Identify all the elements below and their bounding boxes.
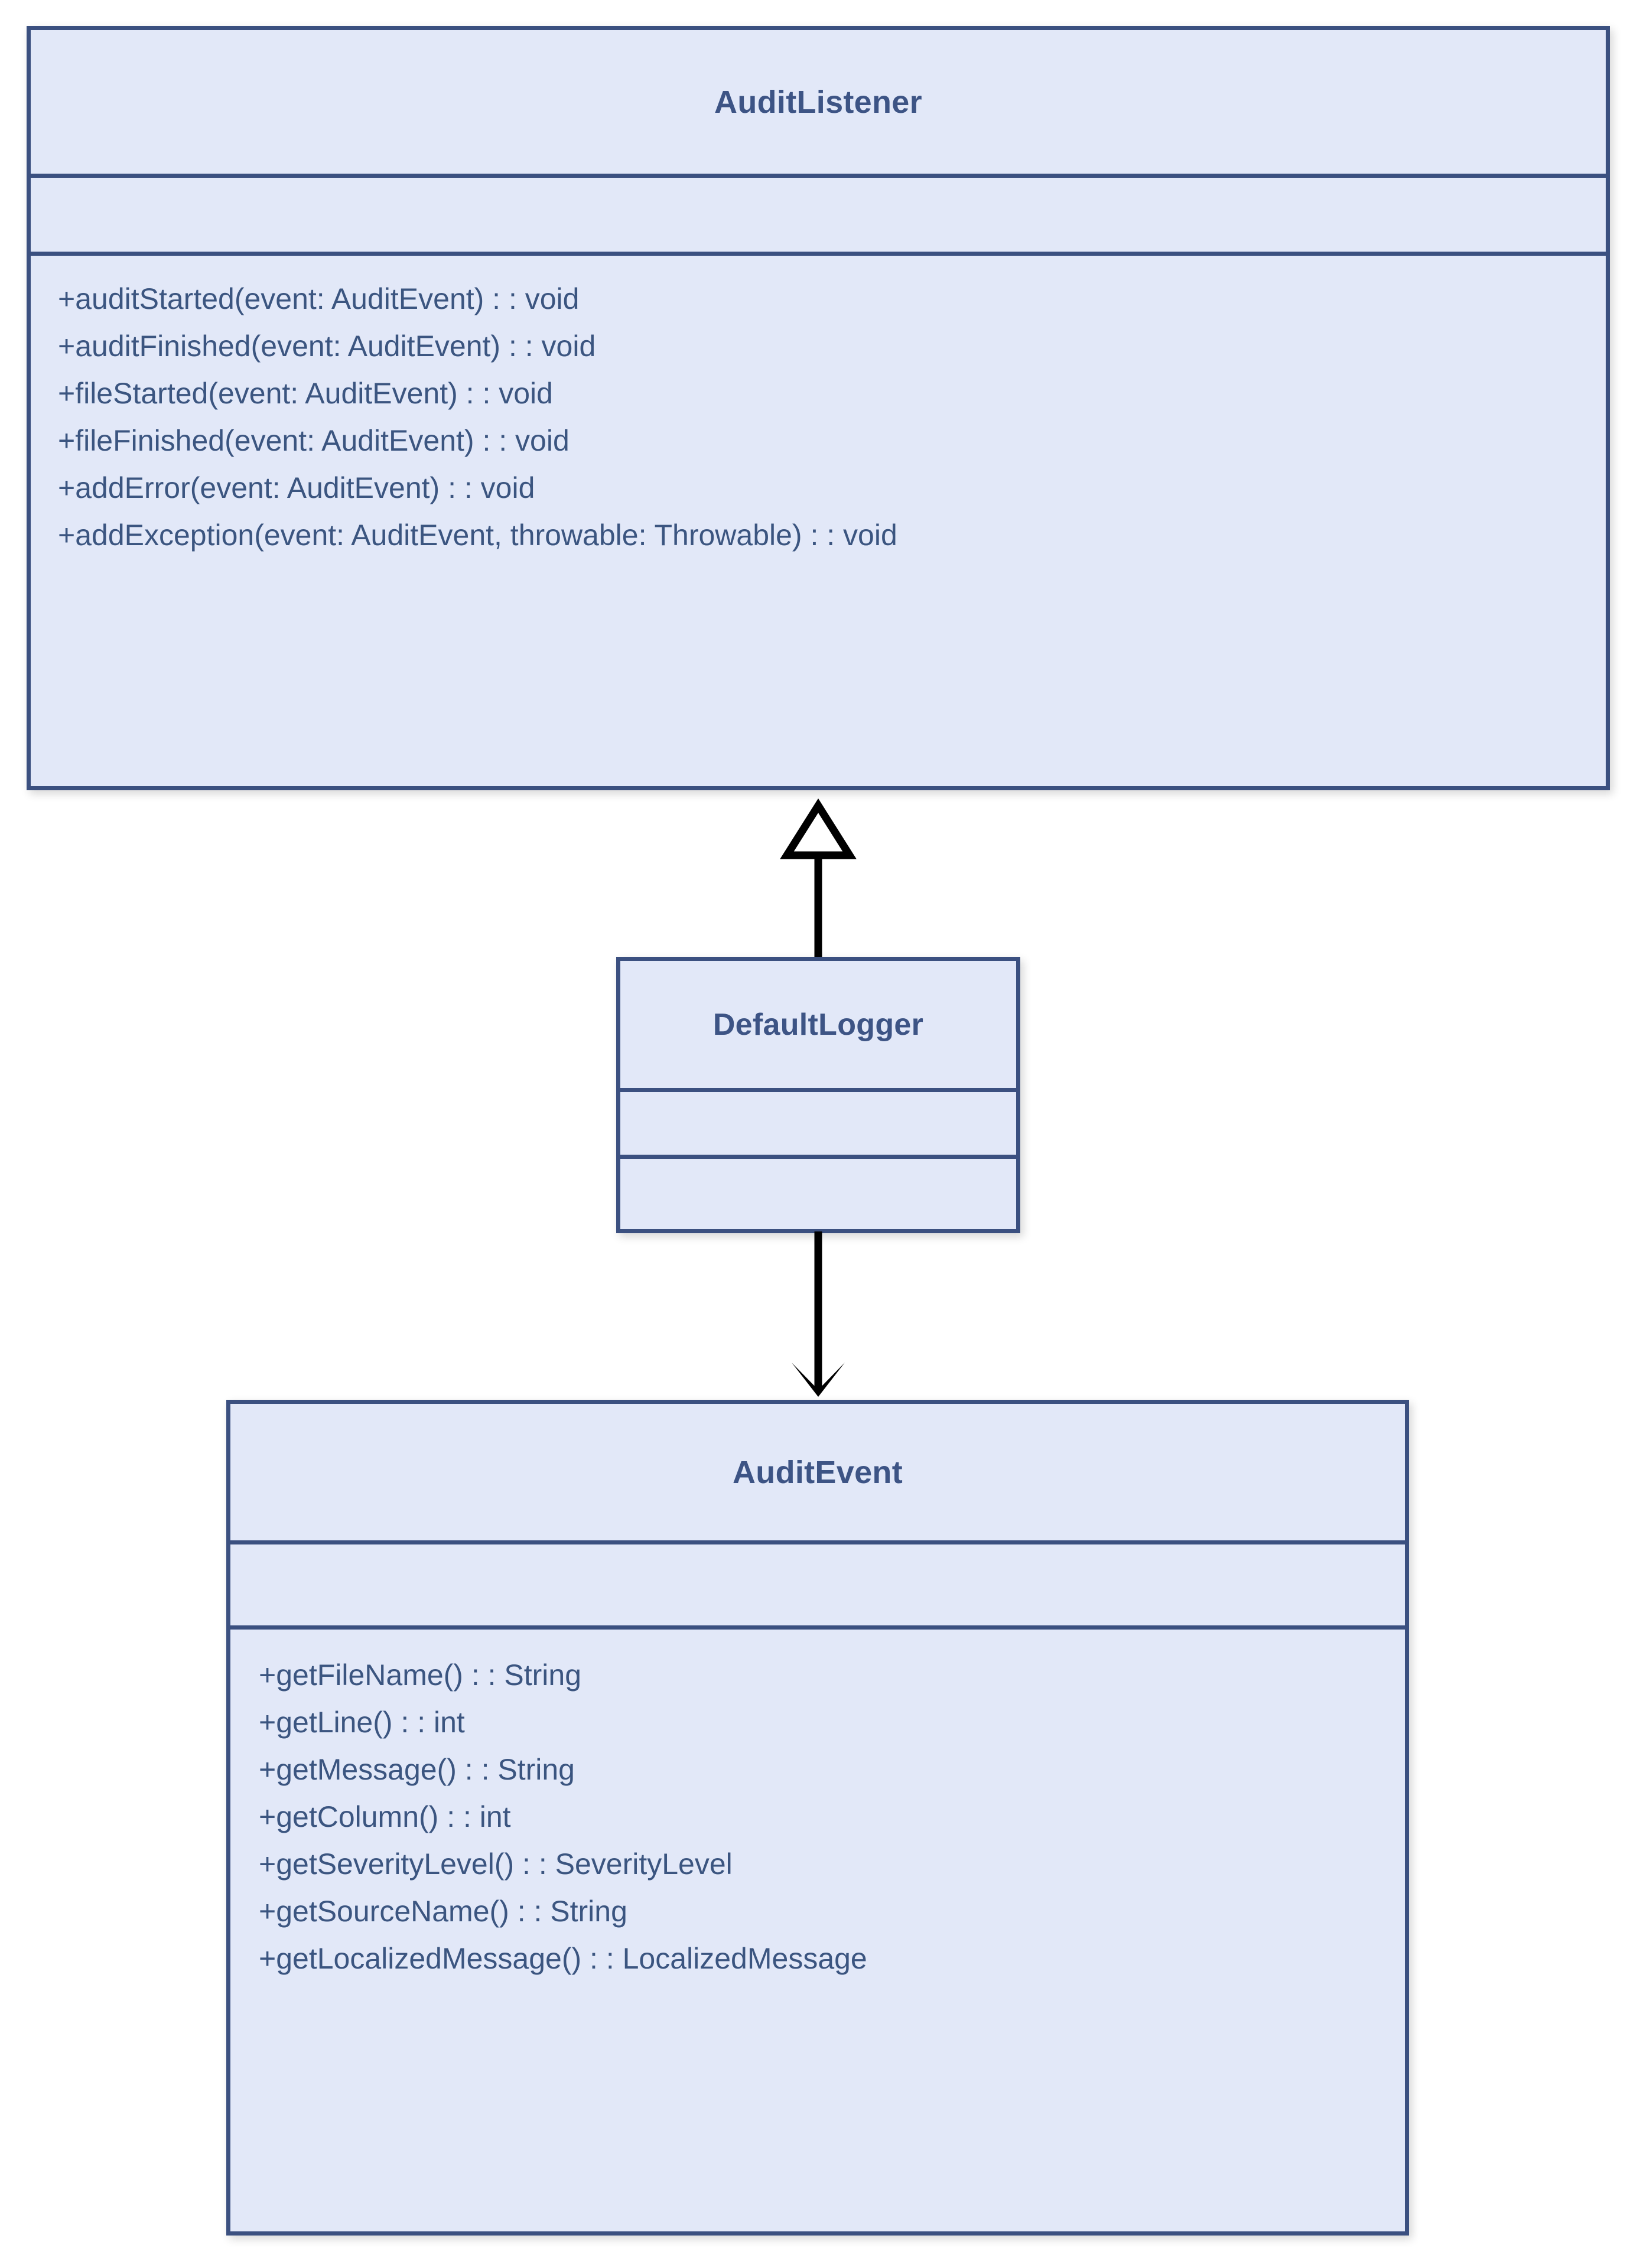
- method-row: +getSeverityLevel() : : SeverityLevel: [259, 1847, 733, 1881]
- class-methods-auditlistener: +auditStarted(event: AuditEvent) : : voi…: [31, 256, 1606, 565]
- class-box-auditlistener[interactable]: AuditListener +auditStarted(event: Audit…: [27, 26, 1610, 790]
- method-row: +auditStarted(event: AuditEvent) : : voi…: [58, 282, 580, 315]
- class-box-auditevent[interactable]: AuditEvent +getFileName() : : String +ge…: [226, 1400, 1409, 2236]
- method-row: +getFileName() : : String: [259, 1658, 582, 1692]
- class-title-band-auditlistener: AuditListener: [31, 30, 1606, 178]
- method-row: +getColumn() : : int: [259, 1800, 511, 1833]
- generalization-arrow-defaultlogger-to-auditlistener: [780, 798, 857, 962]
- method-row: +fileFinished(event: AuditEvent) : : voi…: [58, 424, 570, 457]
- method-row: +auditFinished(event: AuditEvent) : : vo…: [58, 330, 596, 363]
- class-box-defaultlogger[interactable]: DefaultLogger: [616, 957, 1020, 1233]
- class-title-band-auditevent: AuditEvent: [230, 1404, 1405, 1544]
- class-attributes-auditlistener: [31, 178, 1606, 256]
- dependency-arrow-defaultlogger-to-auditevent: [792, 1231, 845, 1397]
- method-row: +addException(event: AuditEvent, throwab…: [58, 519, 897, 552]
- method-row: +addError(event: AuditEvent) : : void: [58, 471, 535, 504]
- method-row: +getLocalizedMessage() : : LocalizedMess…: [259, 1942, 867, 1975]
- class-name-auditlistener: AuditListener: [714, 84, 922, 120]
- class-attributes-defaultlogger: [620, 1092, 1016, 1159]
- class-attributes-auditevent: [230, 1544, 1405, 1630]
- class-name-auditevent: AuditEvent: [732, 1454, 903, 1490]
- method-row: +getSourceName() : : String: [259, 1895, 627, 1928]
- method-row: +getMessage() : : String: [259, 1753, 575, 1786]
- class-title-band-defaultlogger: DefaultLogger: [620, 961, 1016, 1092]
- class-name-defaultlogger: DefaultLogger: [712, 1007, 924, 1042]
- method-row: +getLine() : : int: [259, 1706, 465, 1739]
- method-row: +fileStarted(event: AuditEvent) : : void: [58, 377, 553, 410]
- class-methods-auditevent: +getFileName() : : String +getLine() : :…: [230, 1630, 1405, 1989]
